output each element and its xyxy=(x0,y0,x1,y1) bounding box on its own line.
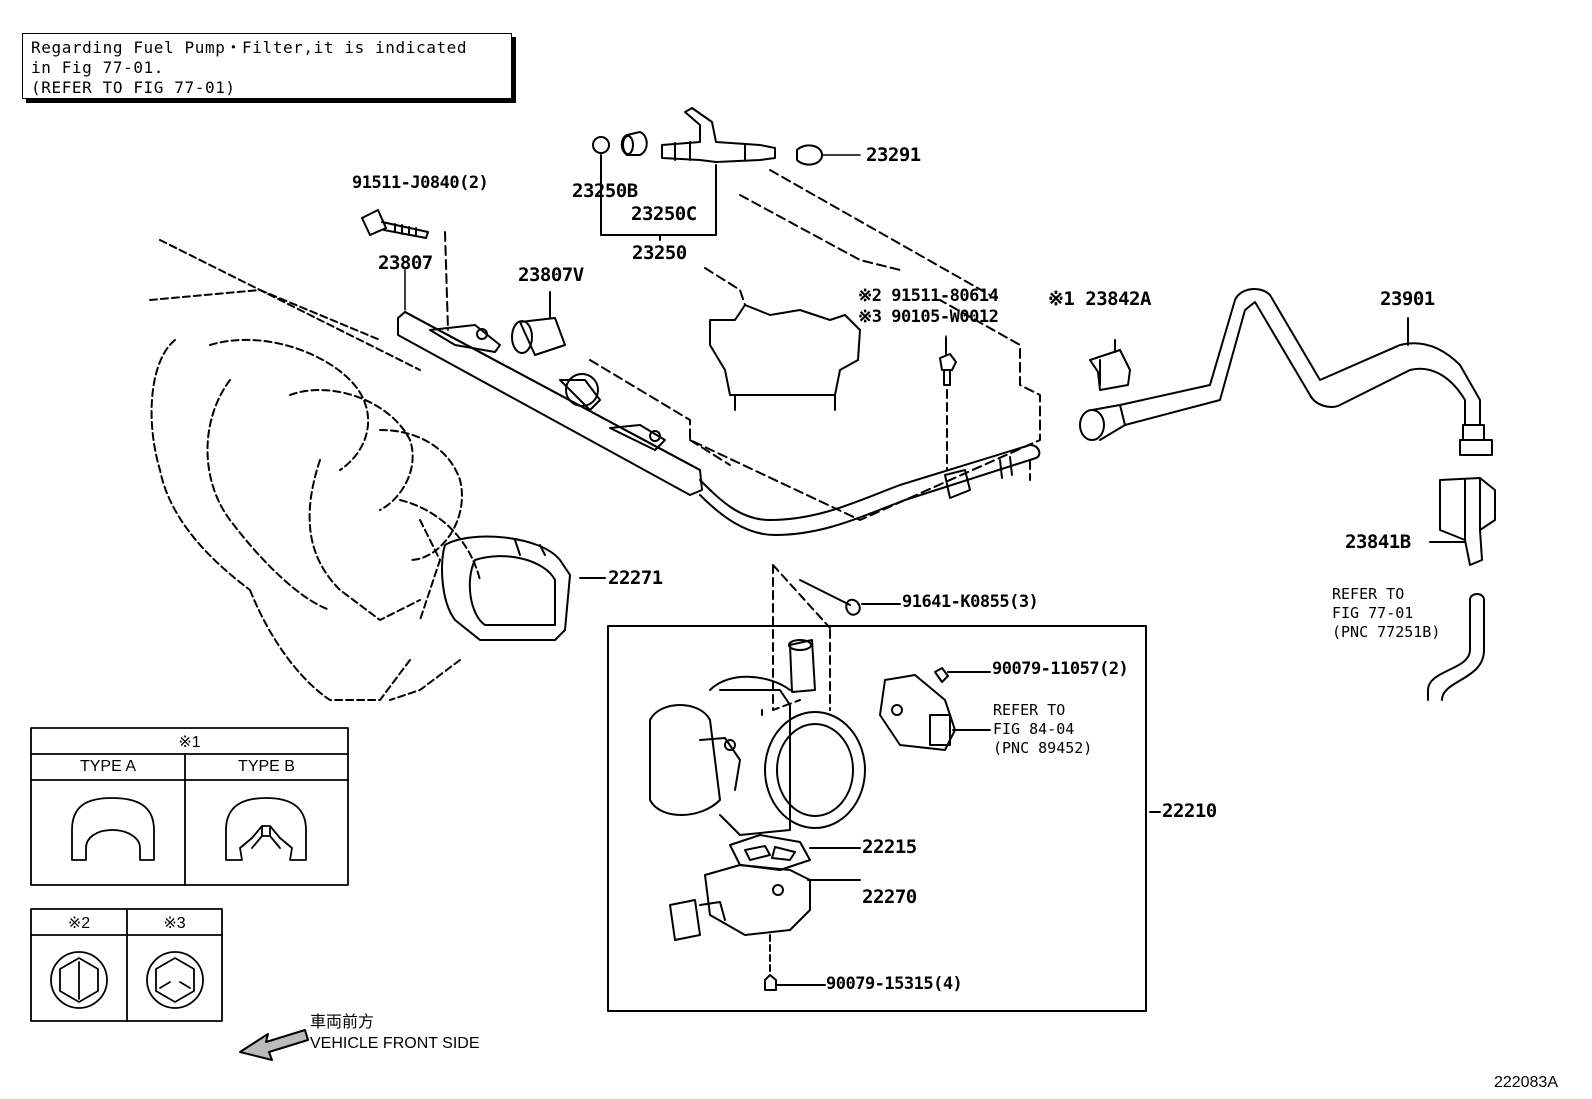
note-line: Regarding Fuel Pump・Filter,it is indicat… xyxy=(31,38,468,57)
throttle-body-box xyxy=(607,625,1147,1012)
fuel-rail xyxy=(397,311,1041,536)
refer-line: FIG 84-04 xyxy=(993,720,1075,738)
pressure-damper xyxy=(511,291,566,356)
refer-line: REFER TO xyxy=(1332,585,1405,603)
callout-22215[interactable]: 22215 xyxy=(862,836,917,858)
vehicle-front-en: VEHICLE FRONT SIDE xyxy=(310,1035,480,1052)
callout-90079-15315[interactable]: 90079-15315(4) xyxy=(826,974,963,994)
callout-23901[interactable]: 23901 xyxy=(1380,288,1435,310)
callout-22210[interactable]: 22210 xyxy=(1162,800,1217,822)
legend-type-a: TYPE A xyxy=(79,758,137,775)
callout-23841b[interactable]: 23841B xyxy=(1345,531,1411,553)
figure-id: 222083A xyxy=(1493,1074,1558,1091)
refer-fuel-line[interactable]: REFER TO FIG 77-01 (PNC 77251B) xyxy=(1332,585,1440,642)
intake-manifold xyxy=(149,239,481,701)
gasket-22271 xyxy=(441,535,606,641)
note-line: (REFER TO FIG 77-01) xyxy=(31,78,236,97)
vehicle-front-arrow xyxy=(239,1029,309,1061)
throttle-body xyxy=(649,564,1161,991)
callout-23250c[interactable]: 23250C xyxy=(631,203,697,225)
legend-clip-types xyxy=(30,727,349,886)
callout-23250[interactable]: 23250 xyxy=(632,242,687,264)
callout-91511-j0840[interactable]: 91511-J0840(2) xyxy=(352,173,489,193)
fuel-pump-note: Regarding Fuel Pump・Filter,it is indicat… xyxy=(22,33,512,99)
vehicle-front-label: 車両前方 VEHICLE FRONT SIDE xyxy=(310,1012,480,1054)
clip-23841b xyxy=(1429,477,1496,566)
callout-23807v[interactable]: 23807V xyxy=(518,264,584,286)
refer-line: (PNC 77251B) xyxy=(1332,623,1441,641)
refer-line: REFER TO xyxy=(993,701,1066,719)
callout-23250b[interactable]: 23250B xyxy=(572,180,638,202)
callout-22270[interactable]: 22270 xyxy=(862,886,917,908)
engine-cover xyxy=(709,304,861,411)
fuel-hose xyxy=(1079,288,1493,456)
bolt-91511-j0840 xyxy=(361,209,429,239)
clip-23842a xyxy=(1089,339,1131,391)
refer-line: (PNC 89452) xyxy=(993,739,1093,757)
bolt-91511-80614 xyxy=(939,337,957,471)
callout-90105-w0012[interactable]: ※3 90105-W0012 xyxy=(858,307,999,327)
legend-mark-2: ※2 xyxy=(67,915,91,932)
leader-lines xyxy=(404,154,947,339)
injector xyxy=(592,107,823,241)
note-line: in Fig 77-01. xyxy=(31,58,165,77)
callout-91641-k0855[interactable]: 91641-K0855(3) xyxy=(902,592,1039,612)
legend-bolt-heads xyxy=(30,908,223,1022)
callout-23842a[interactable]: ※1 23842A xyxy=(1048,288,1151,310)
vehicle-front-jp: 車両前方 xyxy=(310,1014,375,1031)
callout-90079-11057[interactable]: 90079-11057(2) xyxy=(992,659,1129,679)
fuel-line-stub xyxy=(1427,593,1485,701)
callout-23291[interactable]: 23291 xyxy=(866,144,921,166)
callout-91511-80614[interactable]: ※2 91511-80614 xyxy=(858,286,999,306)
legend-mark-3: ※3 xyxy=(163,915,186,932)
callout-23807[interactable]: 23807 xyxy=(378,252,433,274)
callout-22271[interactable]: 22271 xyxy=(608,567,663,589)
refer-sensor[interactable]: REFER TO FIG 84-04 (PNC 89452) xyxy=(993,701,1092,758)
refer-line: FIG 77-01 xyxy=(1332,604,1414,622)
legend-title: ※1 xyxy=(178,734,201,751)
legend-type-b: TYPE B xyxy=(238,758,295,775)
engine-outline xyxy=(444,169,1041,521)
